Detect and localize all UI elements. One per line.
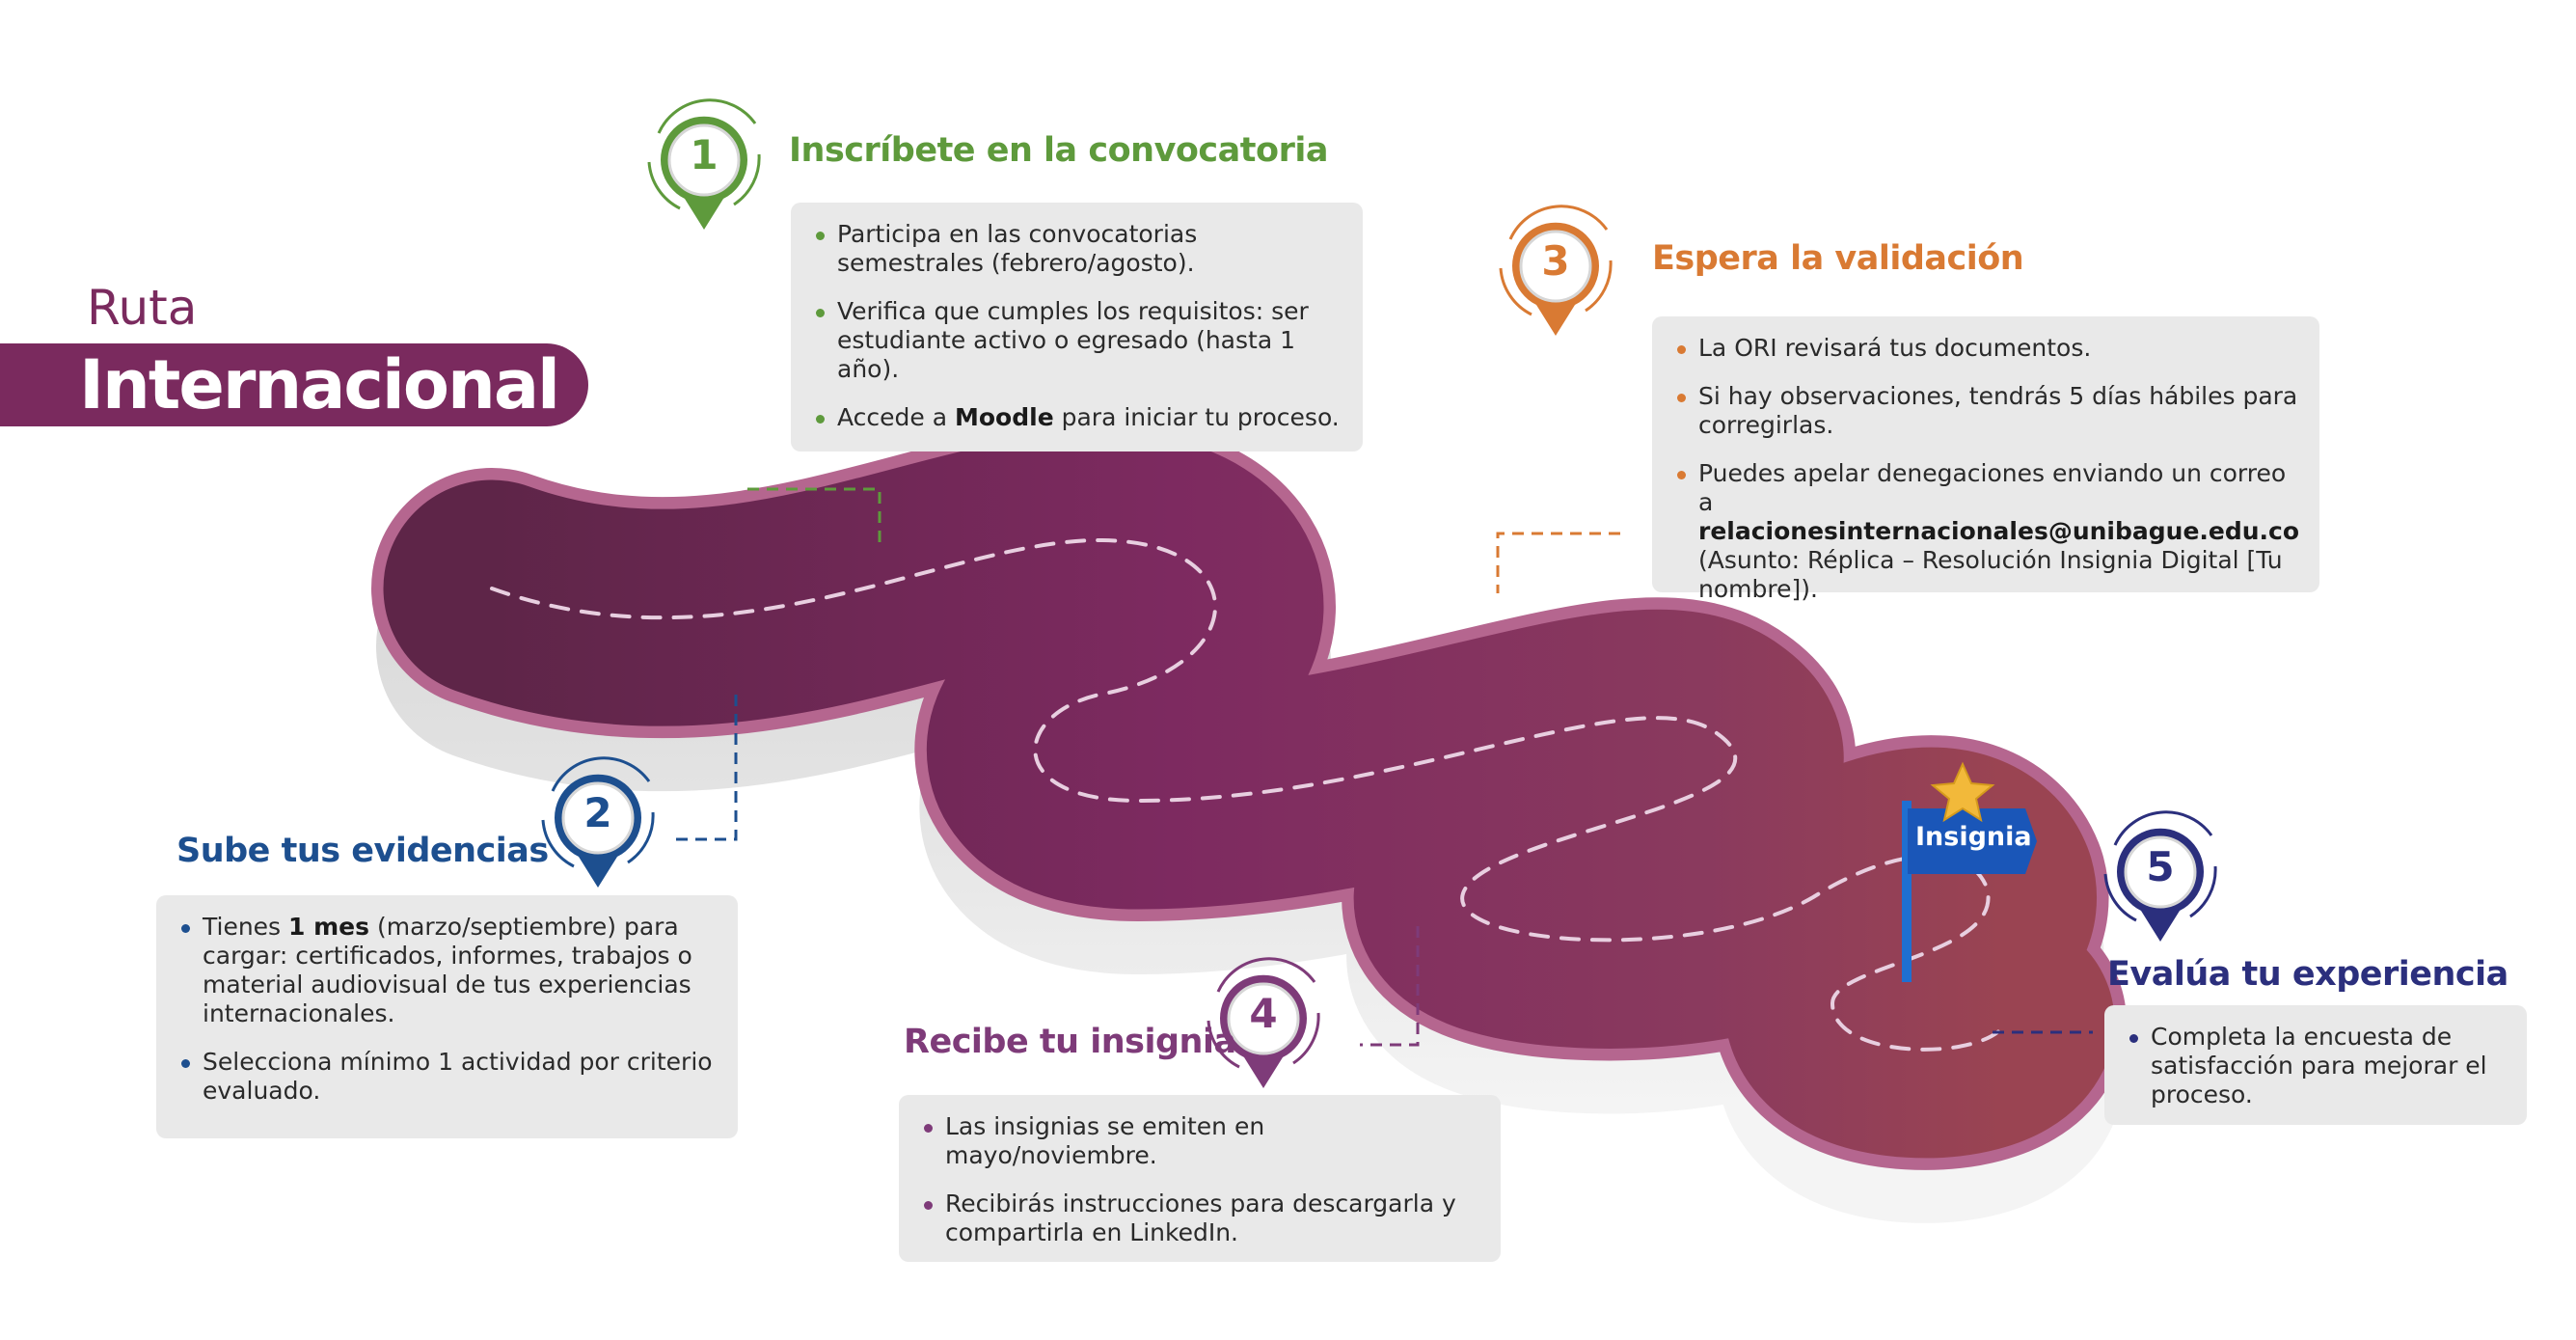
- step-3-title: Espera la validación: [1652, 239, 2024, 278]
- step-4-card: Las insignias se emiten en mayo/noviembr…: [899, 1095, 1501, 1262]
- brand-ruta: Ruta: [87, 280, 198, 336]
- step-5-title: Evalúa tu experiencia: [2107, 955, 2508, 994]
- step-3-pin: 3: [1493, 201, 1618, 345]
- step-1-card: Participa en las convocatorias semestral…: [791, 203, 1363, 451]
- step-5-card: Completa la encuesta de satisfacción par…: [2104, 1005, 2527, 1125]
- list-item: Puedes apelar denegaciones enviando un c…: [1673, 459, 2299, 604]
- step-2-pin: 2: [535, 752, 661, 897]
- road-center-line: [490, 537, 2008, 1052]
- step-5-pin: 5: [2098, 807, 2223, 951]
- connector-1: [747, 487, 881, 550]
- step-number: 2: [583, 789, 612, 836]
- step-1-pin: 1: [641, 95, 767, 239]
- map-pin-icon: [1207, 957, 1320, 1088]
- step-number: 5: [2146, 843, 2175, 890]
- map-pin-icon: [1499, 205, 1613, 336]
- step-2-title: Sube tus evidencias: [176, 832, 549, 870]
- step-1-title: Inscríbete en la convocatoria: [789, 131, 1328, 170]
- flag-banner: [1908, 808, 2037, 874]
- step-2-list: Tienes 1 mes (marzo/septiembre) para car…: [177, 913, 717, 1106]
- brand-title: Internacional: [79, 345, 560, 424]
- flag-label: Insignia: [1915, 822, 2032, 852]
- list-item: Accede a Moodle para iniciar tu proceso.: [812, 403, 1342, 432]
- step-2-card: Tienes 1 mes (marzo/septiembre) para car…: [156, 895, 738, 1138]
- step-3-list: La ORI revisará tus documentos. Si hay ob…: [1673, 334, 2299, 604]
- step-3-card: La ORI revisará tus documentos. Si hay ob…: [1652, 316, 2319, 603]
- brand-bar: [0, 343, 588, 426]
- list-item: Tienes 1 mes (marzo/septiembre) para car…: [177, 913, 717, 1028]
- list-item: Si hay observaciones, tendrás 5 días háb…: [1673, 382, 2298, 440]
- flag-pole: [1902, 801, 1912, 982]
- list-item: Las insignias se emiten en mayo/noviembr…: [920, 1112, 1479, 1170]
- list-item: Selecciona mínimo 1 actividad por criter…: [177, 1048, 717, 1106]
- list-item: Verifica que cumples los requisitos: ser…: [812, 297, 1342, 384]
- connector-4: [1360, 926, 1420, 1047]
- step-number: 3: [1541, 237, 1570, 285]
- map-pin-icon: [541, 756, 655, 888]
- map-pin-icon: [2103, 810, 2217, 942]
- list-item: Completa la encuesta de satisfacción par…: [2126, 1023, 2506, 1109]
- step-4-pin: 4: [1201, 953, 1326, 1098]
- step-5-list: Completa la encuesta de satisfacción par…: [2126, 1023, 2506, 1109]
- step-4-title: Recibe tu insignia: [904, 1023, 1236, 1061]
- step-number: 1: [690, 131, 719, 178]
- star-icon: [1930, 761, 1995, 823]
- step-number: 4: [1249, 990, 1278, 1037]
- list-item: Recibirás instrucciones para descargarla…: [920, 1190, 1479, 1247]
- list-item: La ORI revisará tus documentos.: [1673, 334, 2298, 363]
- step-1-list: Participa en las convocatorias semestral…: [812, 220, 1342, 432]
- list-item: Participa en las convocatorias semestral…: [812, 220, 1342, 278]
- map-pin-icon: [647, 98, 761, 230]
- connector-2: [670, 695, 738, 841]
- connector-3: [1496, 532, 1620, 593]
- step-4-list: Las insignias se emiten en mayo/noviembr…: [920, 1112, 1479, 1247]
